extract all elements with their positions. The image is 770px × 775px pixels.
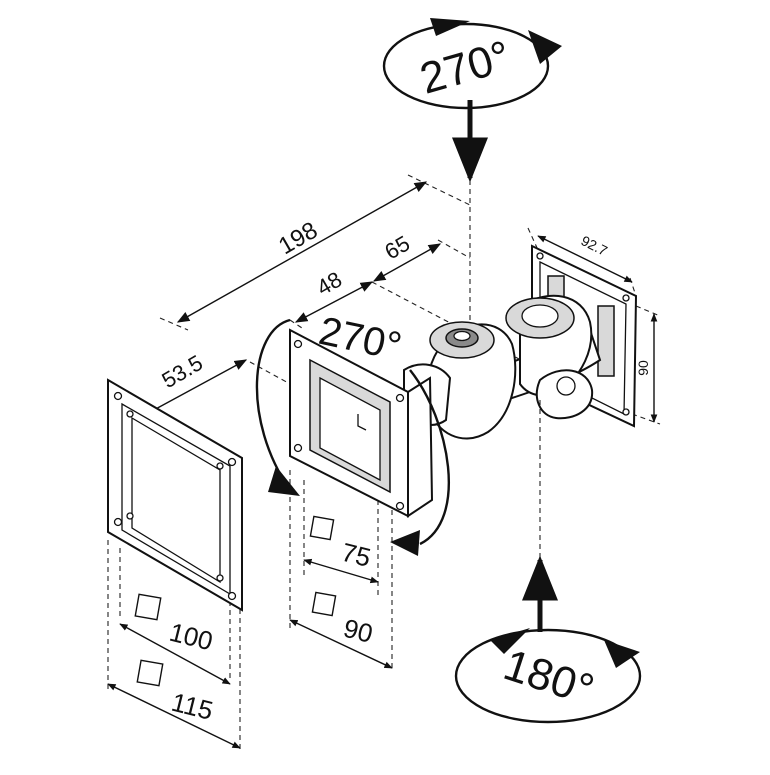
- adapter-plate-screw-hole: [216, 574, 224, 582]
- adapter-plate-screw-hole: [227, 457, 237, 467]
- dimension-line-92-7: [537, 235, 633, 283]
- vesa-90-label: 90: [341, 613, 376, 649]
- vesa-75-head: [289, 328, 434, 668]
- vesa-75-dimension-line: [303, 558, 379, 584]
- arm-joint-rear-cap-inner: [521, 304, 559, 328]
- top-rotation-ellipse: [382, 22, 550, 110]
- arm-joint-front-bolt-inner: [453, 330, 471, 342]
- vesa-adapter-plate: [107, 378, 243, 750]
- dimension-65-label: 65: [380, 231, 414, 265]
- head-plate-recess-inner: [319, 376, 381, 482]
- dimension-53-5-label: 53.5: [157, 350, 207, 393]
- extension-line: [159, 317, 189, 331]
- adapter-plate-screw-hole: [227, 591, 237, 601]
- wall-plate-screw-hole: [536, 252, 544, 260]
- head-plate-screw-hole: [293, 443, 303, 453]
- bottom-rotation-label: 180°: [498, 640, 600, 715]
- vesa-small-labels: 75 90: [289, 515, 393, 669]
- arm-knuckle-bolt: [556, 376, 576, 396]
- vesa-115-square-icon: [136, 659, 164, 687]
- extension-line: [249, 361, 293, 386]
- top-rotation-arrowhead-left: [430, 18, 470, 36]
- vesa-90-dimension-line: [289, 619, 393, 669]
- extension-line: [289, 319, 306, 331]
- dimension-48-label: 48: [312, 267, 346, 301]
- vesa-115-label: 115: [169, 687, 216, 726]
- articulating-arm: [403, 294, 602, 440]
- adapter-plate-screw-hole: [113, 391, 123, 401]
- dimension-90-label: 90: [635, 360, 651, 376]
- vesa-75-label: 75: [339, 537, 374, 573]
- top-rotation-label: 270°: [415, 32, 516, 104]
- adapter-plate-screw-hole: [216, 462, 224, 470]
- front-rotation-arrowhead-right: [390, 530, 420, 556]
- adapter-plate-inner-panel: [131, 416, 221, 584]
- adapter-plate-screw-hole: [113, 517, 123, 527]
- head-plate-screw-hole: [395, 393, 405, 403]
- dimension-line-65: [372, 243, 442, 282]
- vesa-100-dimension-line: [119, 623, 231, 685]
- head-plate-screw-hole: [293, 339, 303, 349]
- head-plate-side: [407, 376, 434, 518]
- dimension-92-7-label: 92.7: [578, 232, 610, 259]
- extension-line: [437, 239, 471, 259]
- bottom-rotation-arrowhead-right: [604, 640, 640, 668]
- front-rotation-arrowhead-left: [268, 466, 300, 496]
- top-rotation-arrowhead-right: [528, 30, 562, 64]
- front-rotation-indicator: 270°: [255, 309, 450, 556]
- dimension-line: [176, 181, 428, 323]
- bottom-rotation-arrowhead-left: [490, 628, 530, 654]
- vesa-large-labels: 100 115: [107, 593, 241, 749]
- front-rotation-arc-left: [255, 318, 291, 491]
- bottom-rotation-ellipse: [454, 628, 642, 724]
- extension-line: [631, 413, 661, 425]
- extension-line: [407, 174, 471, 206]
- vesa-100-square-icon: [134, 593, 162, 621]
- dimension-198-label: 198: [274, 217, 322, 260]
- extension-line: [635, 305, 661, 317]
- wall-plate-screw-hole: [622, 408, 630, 416]
- adapter-plate-screw-hole: [126, 410, 134, 418]
- bottom-rotation-indicator: 180°: [454, 400, 642, 724]
- wall-plate-screw-hole: [622, 294, 630, 302]
- front-rotation-arc-right: [409, 369, 450, 546]
- vesa-75-square-icon: [309, 515, 335, 541]
- adapter-plate-screw-hole: [126, 512, 134, 520]
- dimension-line-48: [294, 281, 374, 323]
- head-plate-screw-hole: [395, 501, 405, 511]
- vesa-90-square-icon: [311, 591, 337, 617]
- vesa-100-label: 100: [167, 617, 216, 657]
- head-plate-tab: [357, 414, 367, 431]
- vesa-115-dimension-line: [107, 683, 241, 749]
- wall-plate-slot: [597, 305, 615, 377]
- extension-line: [527, 227, 539, 251]
